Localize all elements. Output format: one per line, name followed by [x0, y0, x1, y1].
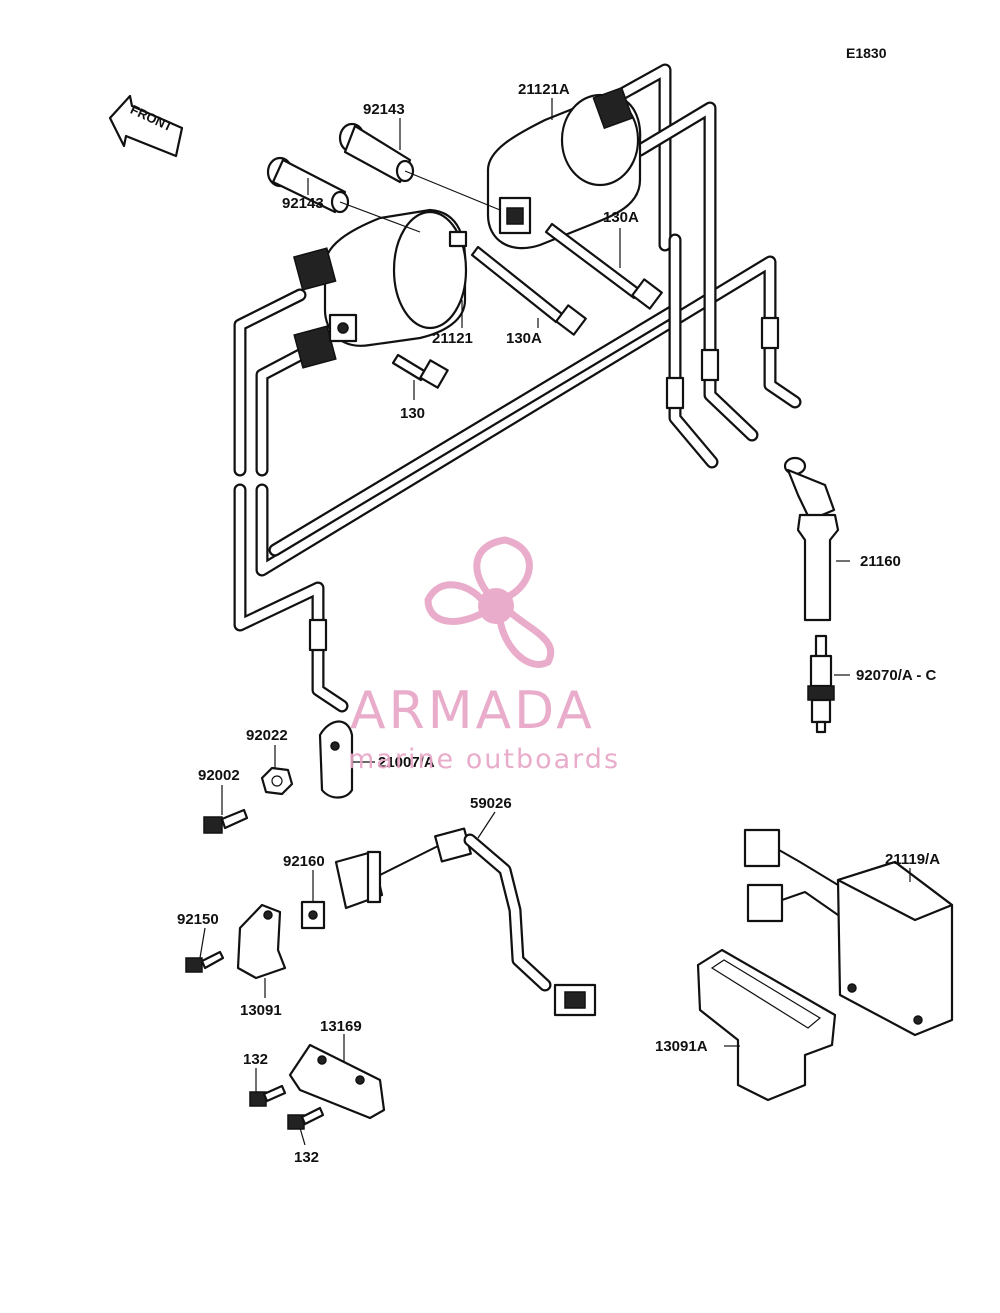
screw-92150: [185, 950, 225, 973]
spacer-92143-lower: [266, 156, 350, 214]
pickup-coil-59026: [334, 827, 597, 1017]
label-21121A: 21121A: [518, 81, 570, 98]
ignition-coil-21121A: [486, 86, 642, 250]
label-132-upper: 132: [243, 1051, 268, 1068]
label-21160: 21160: [860, 553, 901, 570]
label-130: 130: [400, 405, 425, 422]
front-arrow-icon: FRONT: [108, 94, 184, 158]
label-59026: 59026: [470, 795, 512, 812]
diagram-code: E1830: [846, 45, 887, 61]
igniter-21119A: [743, 828, 954, 1037]
label-92143-lower: 92143: [282, 195, 324, 212]
screw-92002: [203, 808, 249, 834]
label-130A-upper: 130A: [603, 209, 639, 226]
ignition-coil-21121: [293, 208, 468, 369]
label-92070: 92070/A - C: [856, 667, 936, 684]
label-21119A: 21119/A: [885, 851, 940, 868]
pickup-plate-21007A: [318, 720, 354, 799]
armada-watermark: ARMADA marine outboards: [348, 536, 620, 775]
leader-line: [404, 170, 501, 211]
bolt-132-upper: [249, 1084, 287, 1107]
label-21121: 21121: [432, 330, 473, 347]
bracket-13091A: [696, 948, 837, 1102]
spark-plug-cap-21160: [783, 456, 840, 622]
bolt-130: [391, 353, 449, 389]
label-92150: 92150: [177, 911, 219, 928]
watermark-tagline: marine outboards: [348, 744, 620, 775]
spark-plug-92070: [807, 634, 835, 734]
washer-92160: [300, 900, 326, 930]
label-92160: 92160: [283, 853, 325, 870]
label-13169: 13169: [320, 1018, 362, 1035]
leader-lines: [199, 98, 911, 1146]
watermark-brand: ARMADA: [350, 681, 595, 741]
label-92002: 92002: [198, 767, 240, 784]
nut-92022: [260, 766, 294, 796]
label-130A-lower: 130A: [506, 330, 542, 347]
bolt-130A-upper: [544, 222, 663, 310]
label-21007A: 21007/A: [378, 754, 435, 771]
bracket-13169: [288, 1043, 386, 1120]
label-92143-upper: 92143: [363, 101, 405, 118]
high-tension-wires: [233, 63, 802, 713]
leader-line: [339, 201, 421, 233]
bolt-132-lower: [287, 1106, 325, 1130]
propeller-logo-icon: [424, 536, 555, 668]
label-92022: 92022: [246, 727, 288, 744]
label-132-lower: 132: [294, 1149, 319, 1166]
label-13091A: 13091A: [655, 1038, 708, 1055]
spacer-92143-upper: [338, 122, 415, 184]
label-13091: 13091: [240, 1002, 282, 1019]
bracket-13091: [236, 903, 287, 980]
bolt-130A-lower: [470, 245, 587, 336]
